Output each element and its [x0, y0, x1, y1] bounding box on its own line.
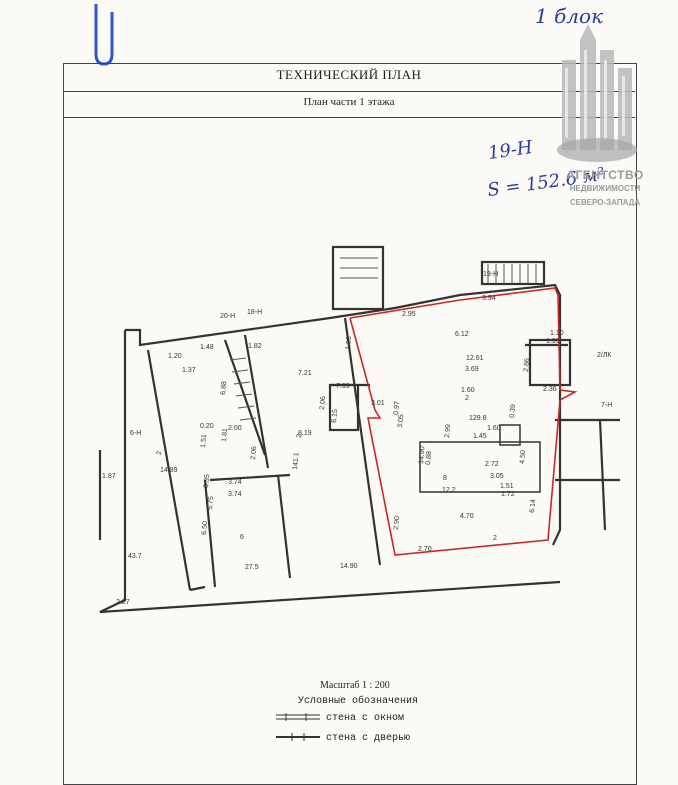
dimension-label: 0.39: [509, 404, 517, 418]
dimension-label: 6: [240, 534, 244, 541]
dimension-label: 6.50: [201, 521, 209, 535]
dimension-label: 14.90: [340, 563, 358, 570]
highlighted-unit-outline: [349, 287, 578, 556]
dimension-label: 3.05: [490, 473, 504, 480]
subtitle-row: План части 1 этажа: [63, 91, 635, 118]
window-wall-symbol: [276, 713, 320, 722]
dimension-label: 1.20: [168, 353, 182, 360]
dimension-label: 14.89: [160, 467, 178, 474]
dimension-label: 2.00: [228, 425, 242, 432]
dimension-label: 1.45: [473, 433, 487, 440]
dimension-label: 141.1: [292, 452, 301, 470]
dimension-label: 1.99: [546, 338, 560, 345]
dimension-label: 0.35: [203, 474, 211, 488]
dimension-label: 1.48: [200, 344, 214, 351]
floor-plan-drawing: 1.48 1.371.20 0.20 1.51 14.89 2 43.7 1.87 6.88 1.…: [98, 245, 620, 614]
room-label: 7-Н: [601, 402, 612, 409]
dimension-label: 3.69: [465, 366, 479, 373]
dimension-label: 2.90: [393, 516, 401, 530]
room-label: 2/ЛК: [597, 352, 612, 359]
dimension-label: 1.72: [501, 491, 515, 498]
dimension-label: 12.2: [442, 487, 456, 494]
dimension-label: 7.99: [336, 383, 350, 390]
scale-label: Масштаб 1 : 200: [320, 680, 390, 691]
dimension-label: 1.81: [221, 428, 229, 442]
dimension-label: 4.50: [519, 450, 527, 464]
room-label: 20-Н: [220, 313, 235, 320]
dimension-label: 2: [156, 451, 163, 456]
dimension-label: 2.36: [543, 386, 557, 393]
document-title: ТЕХНИЧЕСКИЙ ПЛАН: [276, 67, 422, 82]
dimension-label: 3.74: [228, 491, 242, 498]
dimension-label: 2.06: [319, 396, 327, 410]
dimension-label: 2: [296, 434, 303, 439]
watermark-line-2: НЕДВИЖИМОСТИ: [569, 184, 641, 193]
dimension-label: 12.61: [466, 355, 484, 362]
legend-item-window-wall: стена с окном: [276, 713, 404, 724]
document-sheet: 1 блок ТЕХНИЧЕСКИЙ ПЛАН План части 1 эта…: [63, 4, 644, 785]
dimension-label: 0.20: [200, 423, 214, 430]
dimension-label: 129.8: [469, 415, 487, 422]
dimension-label: 1.82: [248, 343, 262, 350]
room-label: 19-Н: [483, 271, 498, 278]
agency-watermark-logo: [557, 24, 637, 162]
dimension-label: 1.93: [345, 336, 353, 350]
dimension-label: 7.21: [298, 370, 312, 377]
dimension-label: 6.15: [331, 409, 339, 423]
dimension-label: 1.10: [550, 330, 564, 337]
dimension-label: 1.60: [461, 387, 475, 394]
dimension-label: 2.27: [116, 599, 130, 606]
dimension-label: 2.72: [485, 461, 499, 468]
dimension-label: 14.90: [418, 446, 427, 464]
dimension-label: 1.51: [200, 434, 208, 448]
watermark-line-3: СЕВЕРО-ЗАПАДА: [569, 198, 641, 207]
dimension-label: 6.88: [220, 381, 228, 395]
dimension-label: 3.94: [482, 295, 496, 302]
dimension-label: 6.14: [529, 499, 537, 513]
dimension-label: 3.74: [228, 479, 242, 486]
dimension-label: 8.19: [298, 430, 312, 437]
dimension-label: 2.70: [418, 546, 432, 553]
dimension-label: 5.75: [207, 496, 215, 510]
dimension-label: 6.12: [455, 331, 469, 338]
legend-item-door-wall: стена с дверью: [276, 733, 410, 744]
dimension-label: 0.97: [393, 401, 401, 415]
dimension-label: 1.60: [487, 425, 501, 432]
dimension-label: 27.5: [245, 564, 259, 571]
dimension-label: 0.88: [425, 451, 433, 465]
dimension-label: 2.06: [250, 446, 258, 460]
dimension-label: 43.7: [128, 553, 142, 560]
dimension-label: 2: [493, 535, 497, 542]
dimension-label: 1.87: [102, 473, 116, 480]
dimension-label: 2.86: [523, 358, 531, 372]
paper-clip-icon: [94, 4, 114, 66]
dimension-label: 8: [443, 475, 447, 482]
title-row: ТЕХНИЧЕСКИЙ ПЛАН: [63, 63, 635, 92]
dimension-label: 3.05: [397, 414, 405, 428]
room-label: 6-Н: [130, 430, 141, 437]
dimension-label: 2: [465, 395, 469, 402]
document-subtitle: План части 1 этажа: [303, 96, 395, 108]
handwritten-block-note: 1 блок: [535, 4, 604, 28]
dimension-label: 3.01: [371, 400, 385, 407]
dimension-label: 2.95: [402, 311, 416, 318]
watermark-line-1: АГЕНТСТВО: [566, 168, 644, 182]
dimension-label: 1.37: [182, 367, 196, 374]
legend-title: Условные обозначения: [298, 696, 419, 707]
legend-item-label: стена с окном: [326, 713, 405, 724]
room-label: 18-Н: [247, 309, 262, 316]
legend-item-label: стена с дверью: [326, 733, 411, 744]
dimension-label: 4.70: [460, 513, 474, 520]
dimension-label: 1.51: [500, 483, 514, 490]
door-wall-symbol: [276, 733, 320, 742]
dimension-label: 2.99: [444, 424, 452, 438]
